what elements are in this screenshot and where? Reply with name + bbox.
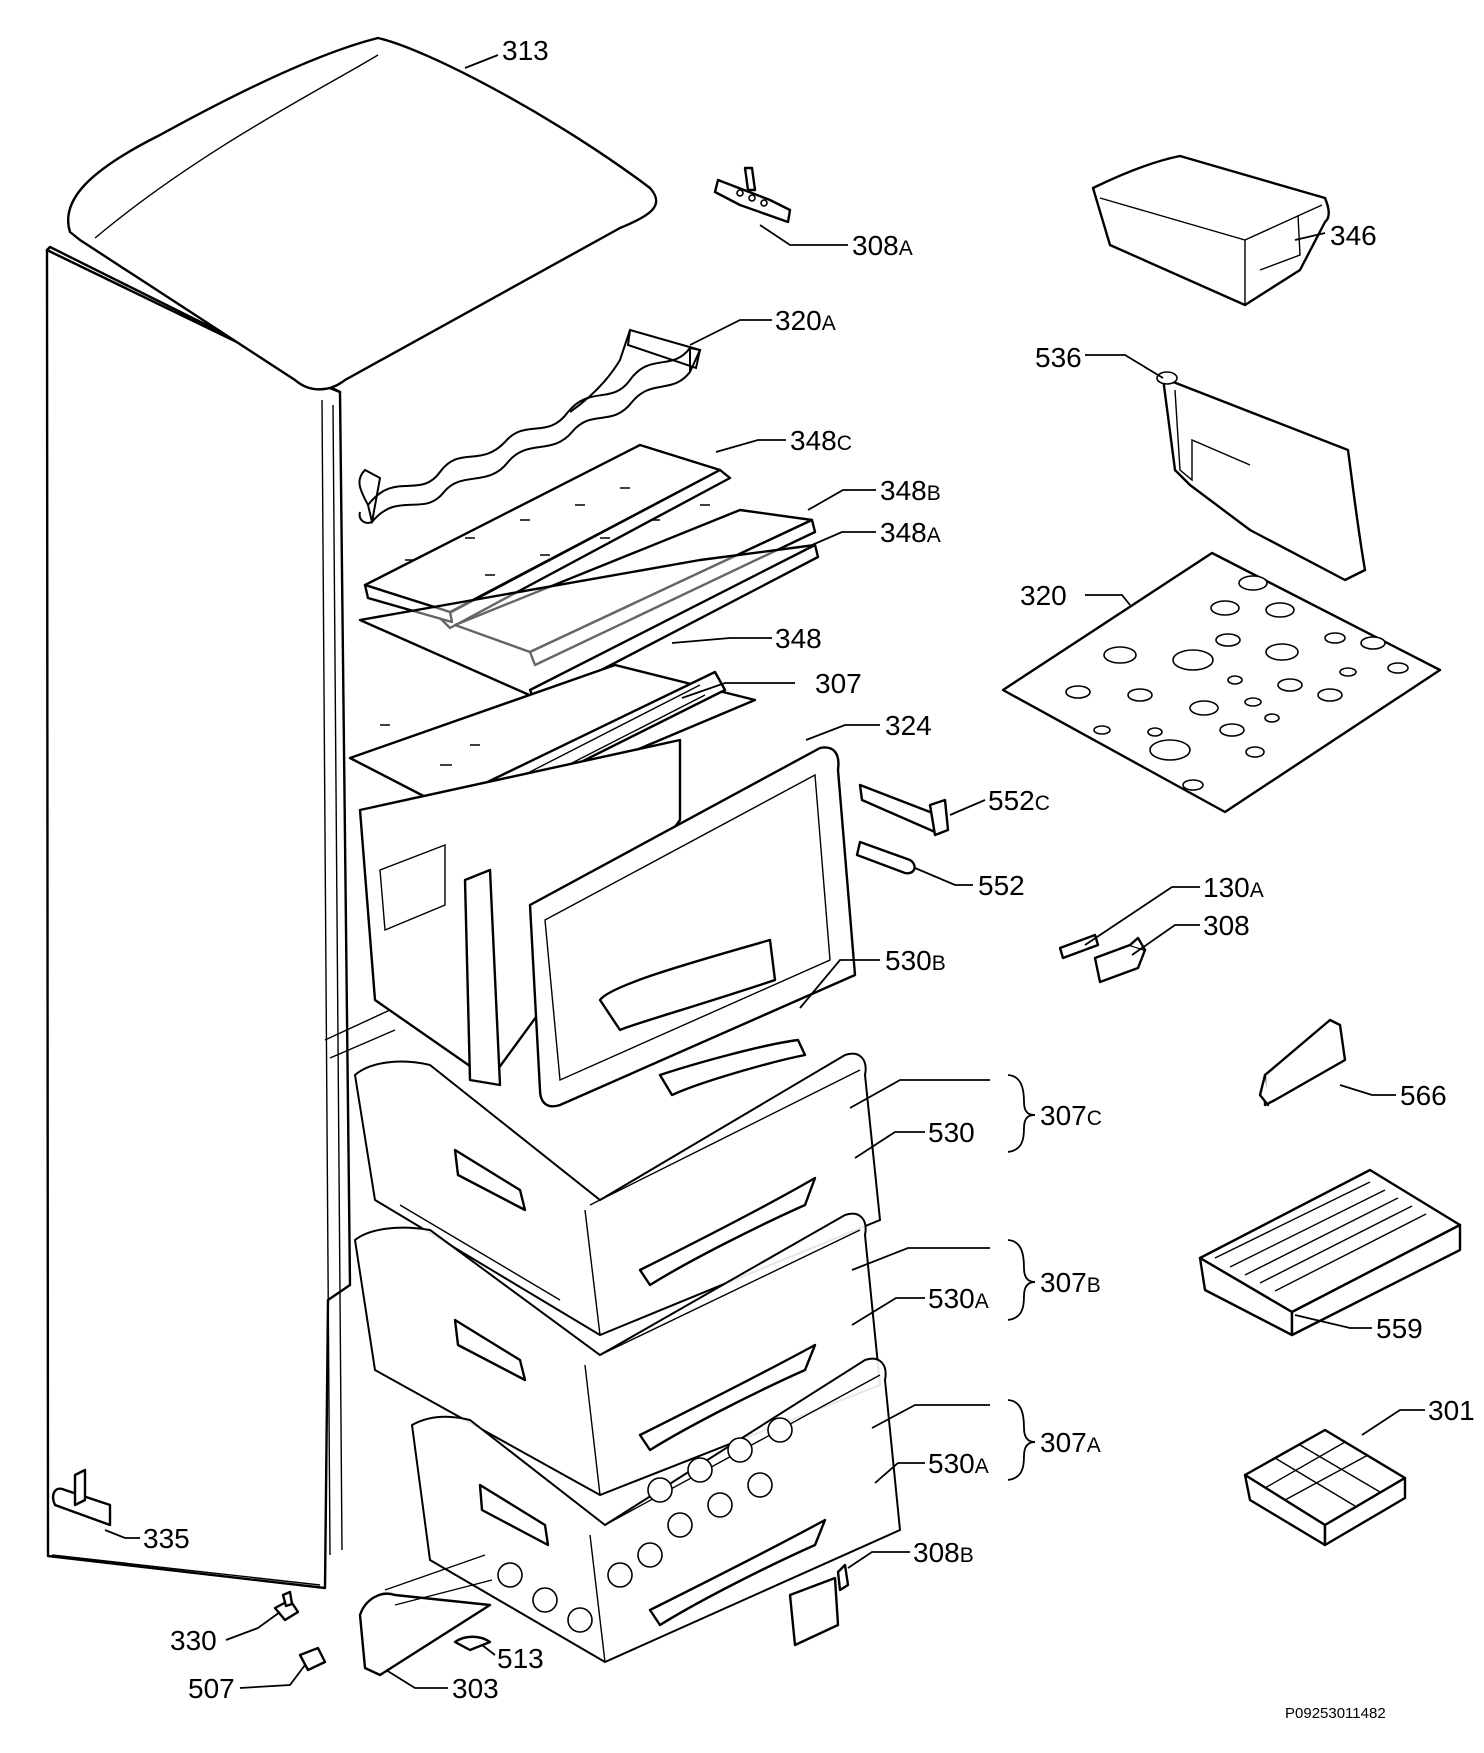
ice-tray-lid-part <box>1198 1168 1462 1337</box>
wine-rack-part <box>358 328 702 525</box>
hinge-bracket-top <box>713 166 792 224</box>
label-313: 313 <box>502 35 549 66</box>
label-530b: 530B <box>885 945 946 976</box>
label-530a-lower: 530A <box>928 1448 989 1479</box>
drawer-rail-part <box>855 783 950 875</box>
small-fittings <box>273 1590 492 1672</box>
label-330: 330 <box>170 1625 217 1656</box>
label-130a: 130A <box>1203 872 1264 903</box>
label-536: 536 <box>1035 342 1082 373</box>
label-320: 320 <box>1020 580 1067 611</box>
label-324: 324 <box>885 710 932 741</box>
glass-shelf-part <box>358 443 820 706</box>
hinge-parts-middle <box>1058 933 1147 984</box>
label-559: 559 <box>1376 1313 1423 1344</box>
perforated-shelf-part <box>1001 551 1442 814</box>
ice-scoop-part <box>1258 1018 1347 1107</box>
leader-lines <box>104 54 1425 1689</box>
bottom-hinge-part <box>51 1468 112 1527</box>
crisper-drawer-middle <box>353 1212 882 1497</box>
label-301: 301 <box>1428 1395 1475 1426</box>
plinth-part <box>358 1554 493 1677</box>
label-307: 307 <box>815 668 862 699</box>
label-552c: 552C <box>988 785 1050 816</box>
label-307c: 307C <box>1040 1100 1102 1131</box>
label-348b: 348B <box>880 475 941 506</box>
label-348a: 348A <box>880 517 941 548</box>
upper-drawer-part <box>358 738 857 1108</box>
callout-labels: 313 308A 346 320A 536 348C 348B 348A 320… <box>143 35 1475 1722</box>
label-308b: 308B <box>913 1537 974 1568</box>
label-308a: 308A <box>852 230 913 261</box>
label-348c: 348C <box>790 425 852 456</box>
reference-code: P09253011482 <box>1285 1705 1386 1722</box>
label-307a: 307A <box>1040 1427 1101 1458</box>
cabinet-body <box>45 245 396 1590</box>
hinge-bracket-bottom <box>788 1563 850 1647</box>
label-308: 308 <box>1203 910 1250 941</box>
label-346: 346 <box>1330 220 1377 251</box>
door-bin-part <box>1091 154 1330 307</box>
top-cover-part <box>67 36 658 391</box>
label-348: 348 <box>775 623 822 654</box>
label-530a-upper: 530A <box>928 1283 989 1314</box>
ice-cube-tray-part <box>1243 1428 1407 1547</box>
label-320a: 320A <box>775 305 836 336</box>
label-530: 530 <box>928 1117 975 1148</box>
label-307b: 307B <box>1040 1267 1101 1298</box>
crisper-drawer-upper <box>353 1052 882 1337</box>
label-552: 552 <box>978 870 1025 901</box>
label-566: 566 <box>1400 1080 1447 1111</box>
label-303: 303 <box>452 1673 499 1704</box>
bin-separator-part <box>1156 371 1367 582</box>
label-507: 507 <box>188 1673 235 1704</box>
label-513: 513 <box>497 1643 544 1674</box>
label-335: 335 <box>143 1523 190 1554</box>
flap-part <box>658 1038 807 1097</box>
crisper-drawer-lower <box>410 1357 902 1664</box>
